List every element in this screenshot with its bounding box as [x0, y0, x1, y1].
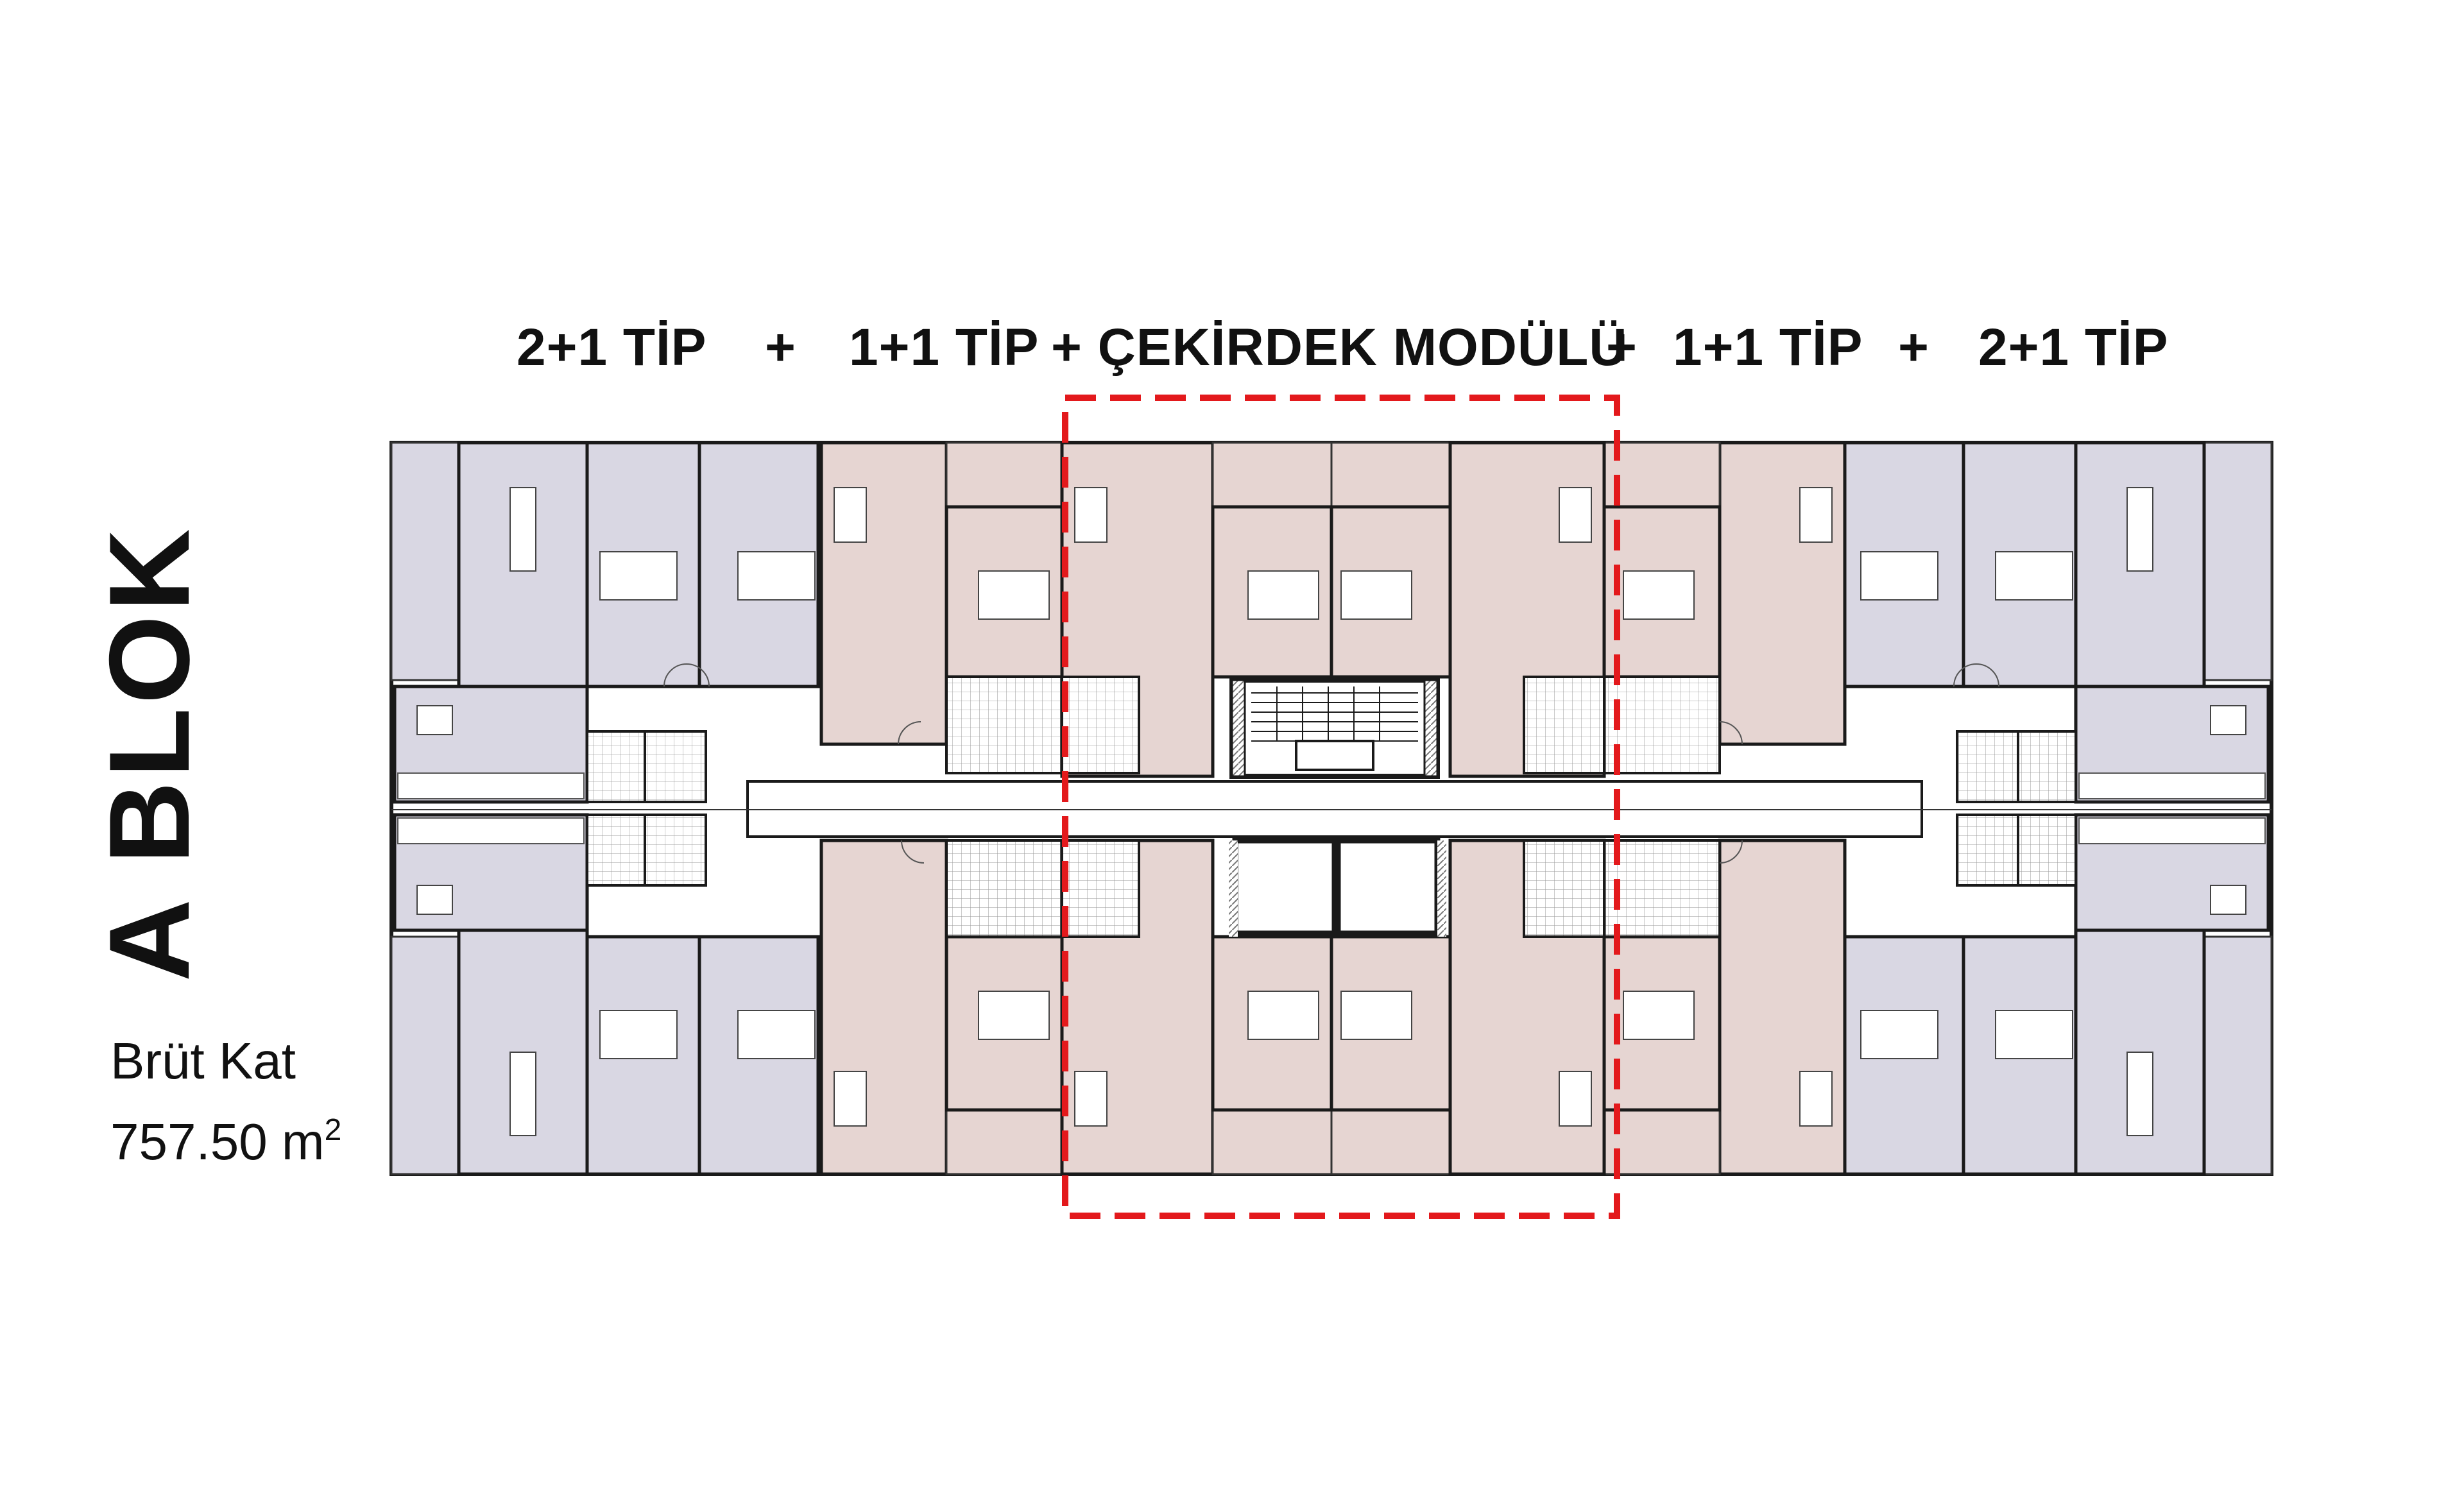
- sofa-icon: [509, 487, 536, 572]
- sofa-icon: [1074, 1071, 1108, 1127]
- bed-icon: [1340, 991, 1412, 1040]
- sofa-icon: [509, 1052, 536, 1136]
- plus-sign-2: +: [1606, 318, 1638, 377]
- unit-1plus1-left-top: [819, 441, 1064, 774]
- door-icon: [663, 663, 1999, 864]
- sofa-icon: [1799, 1071, 1833, 1127]
- label-1plus1-left: 1+1 TİP: [849, 318, 1040, 377]
- bed-icon: [599, 551, 678, 601]
- plus-sign-1: +: [765, 318, 796, 377]
- stair-icon: [1229, 678, 1440, 779]
- core-module-top: [1060, 441, 1606, 778]
- area-label: Brüt Kat 757.50 m2: [110, 1027, 341, 1177]
- plus-sign-3: +: [1898, 318, 1929, 377]
- bed-icon: [1623, 570, 1695, 620]
- bed-icon: [1860, 551, 1938, 601]
- bed-icon: [1995, 551, 2073, 601]
- sofa-icon: [2126, 487, 2153, 572]
- sofa-icon: [1559, 1071, 1592, 1127]
- unit-1plus1-right-bottom: [1602, 839, 1847, 1176]
- unit-1plus1-right-top: [1602, 441, 1847, 774]
- bed-icon: [737, 1010, 816, 1059]
- corridor: [391, 780, 2272, 838]
- bed-icon: [1623, 991, 1695, 1040]
- bed-icon: [1340, 570, 1412, 620]
- bed-icon: [1247, 991, 1319, 1040]
- bed-icon: [1860, 1010, 1938, 1059]
- label-2plus1-left: 2+1 TİP: [517, 318, 707, 377]
- sofa-icon: [1799, 487, 1833, 543]
- label-1plus1-right: 1+1 TİP: [1673, 318, 1863, 377]
- sofa-icon: [834, 487, 867, 543]
- label-core-module: + ÇEKİRDEK MODÜLÜ: [1051, 318, 1628, 377]
- sofa-icon: [1074, 487, 1108, 543]
- bed-icon: [1995, 1010, 2073, 1059]
- bed-icon: [1247, 570, 1319, 620]
- furniture-icon: [416, 487, 2246, 1136]
- sofa-icon: [2126, 1052, 2153, 1136]
- area-unit-sup: 2: [324, 1113, 342, 1147]
- bed-icon: [978, 570, 1050, 620]
- unit-2plus1-right-top: [1843, 441, 2273, 804]
- area-value: 757.50 m: [110, 1113, 325, 1170]
- label-2plus1-right: 2+1 TİP: [1978, 318, 2169, 377]
- bed-icon: [599, 1010, 678, 1059]
- elevator-icon: [1229, 837, 1446, 937]
- core-module-bottom: [1060, 839, 1606, 1176]
- area-label-text: Brüt Kat: [110, 1032, 296, 1089]
- core-module-highlight: [1062, 395, 1620, 1219]
- bed-icon: [737, 551, 816, 601]
- sofa-icon: [834, 1071, 867, 1127]
- bed-icon: [978, 991, 1050, 1040]
- sofa-icon: [1559, 487, 1592, 543]
